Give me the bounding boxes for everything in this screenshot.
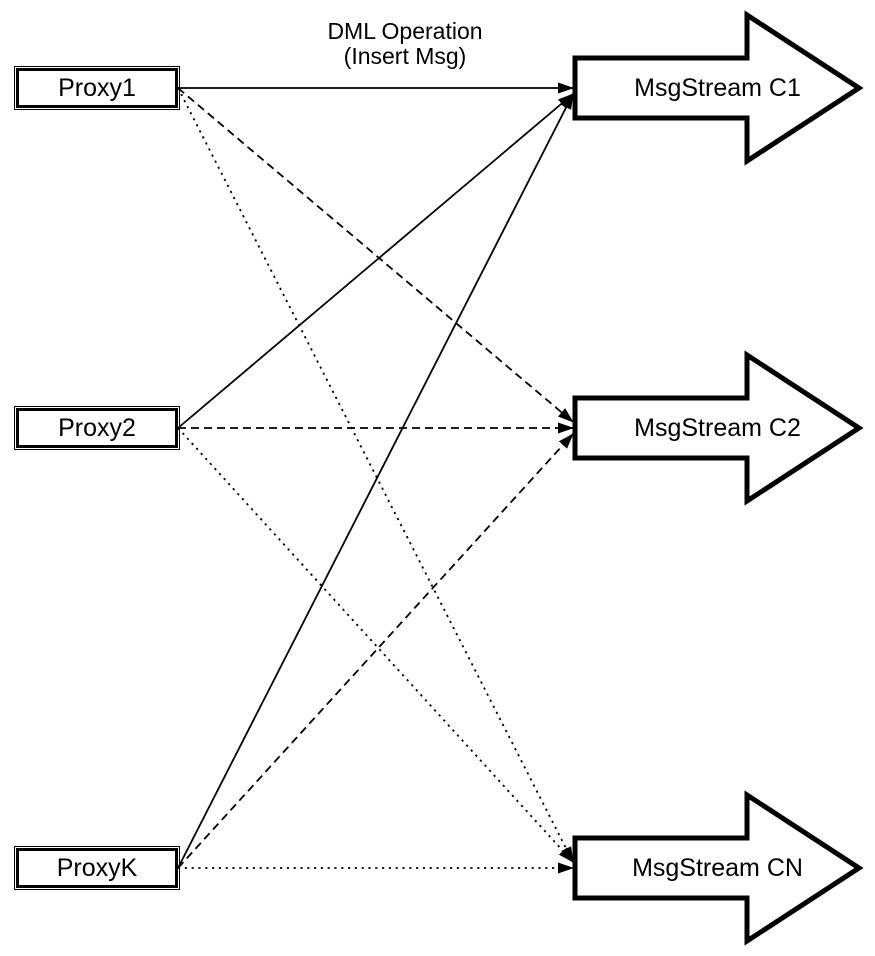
proxy2-box: Proxy2 xyxy=(14,406,180,450)
msgstream-c2-arrow-shape xyxy=(572,350,864,506)
edge-proxy1-to-stream2 xyxy=(177,87,574,423)
edge-proxy2-to-stream3 xyxy=(177,427,574,863)
proxy1-box: Proxy1 xyxy=(14,66,180,110)
proxyk-box: ProxyK xyxy=(14,846,180,890)
proxy2-label: Proxy2 xyxy=(58,413,136,442)
edge-proxy3-to-stream2 xyxy=(177,433,574,869)
msgstream-cn-arrow-shape xyxy=(572,790,864,946)
title-line-1: DML Operation xyxy=(327,18,483,44)
proxy1-label: Proxy1 xyxy=(58,73,136,102)
edges-group xyxy=(177,82,574,874)
edge-proxy2-to-stream1 xyxy=(177,93,574,429)
proxyk-label: ProxyK xyxy=(56,853,138,882)
msgstream-c1-arrow-shape xyxy=(572,10,864,166)
edge-proxy1-to-stream3 xyxy=(177,87,574,863)
diagram-title: DML Operation (Insert Msg) xyxy=(255,19,555,69)
msgstream-shapes xyxy=(572,10,864,946)
title-line-2: (Insert Msg) xyxy=(343,43,467,69)
edge-proxy3-to-stream1 xyxy=(177,93,574,869)
